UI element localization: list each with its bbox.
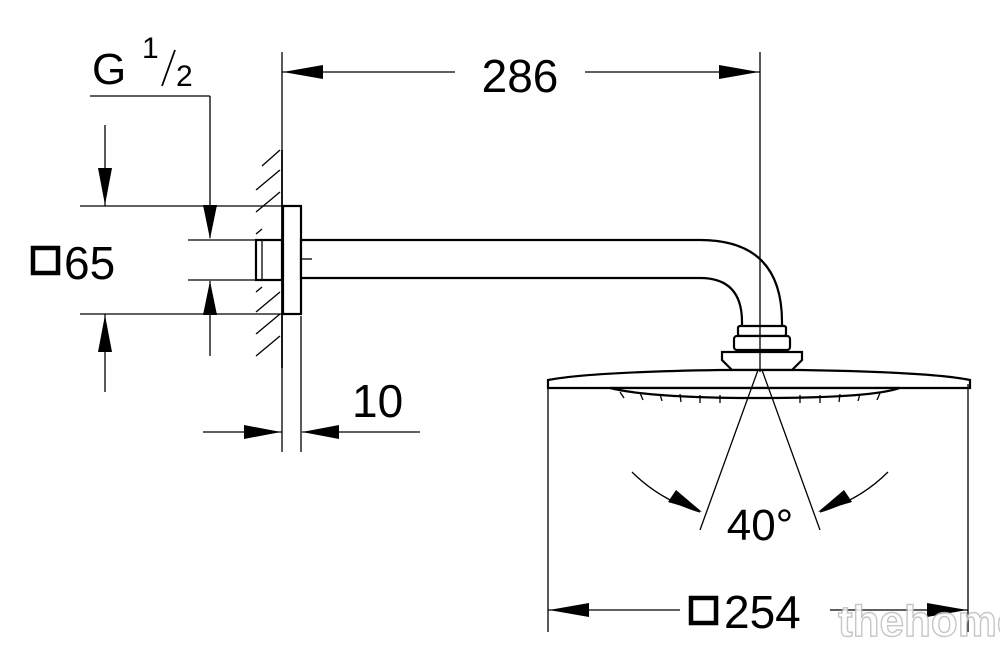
thread-label: G 1 2 (90, 32, 258, 356)
shower-head (546, 368, 972, 403)
spray-angle: 40° (631, 369, 889, 550)
square-symbol-icon (30, 245, 61, 276)
spray-angle-label: 40° (727, 501, 794, 550)
dimension-254: 254 (547, 384, 969, 638)
square-symbol-icon (688, 595, 719, 626)
dimension-286: 286 (281, 50, 761, 372)
flange-depth-label: 10 (352, 375, 403, 427)
flange-size-label: 65 (64, 237, 115, 289)
length-label: 286 (482, 50, 559, 102)
thread-denominator: 2 (176, 60, 193, 93)
thread-numerator: 1 (142, 32, 159, 65)
watermark: thehome (838, 597, 1000, 646)
wall-flange (254, 204, 303, 316)
ball-joint (720, 324, 804, 372)
thread-main: G (92, 45, 126, 94)
dimension-10: 10 (203, 316, 420, 452)
head-size-label: 254 (724, 586, 801, 638)
dimension-65: 65 (30, 125, 283, 392)
shower-arm (299, 238, 784, 330)
